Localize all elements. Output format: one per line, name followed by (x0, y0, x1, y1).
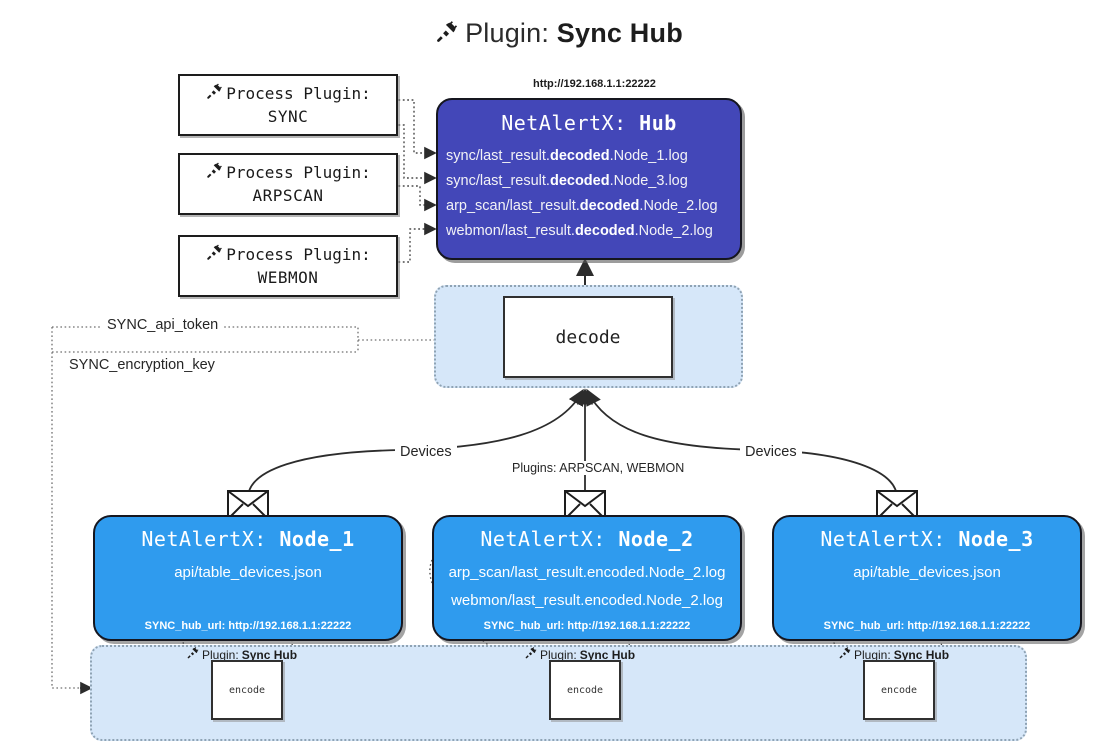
process-plugin-label: Process Plugin: (205, 243, 371, 267)
log-em: decoded (549, 148, 610, 164)
log-em: decoded (549, 173, 610, 189)
log-pre: sync/last_result. (446, 148, 550, 164)
process-plugin-label-text: Process Plugin: (226, 245, 371, 264)
plug-icon (434, 19, 460, 52)
process-plugin-label: Process Plugin: (205, 82, 371, 106)
encode-caption: Plugin:Sync Hub (838, 646, 949, 663)
process-plugin-box-sync[interactable]: Process Plugin: SYNC (178, 74, 398, 136)
hub-box[interactable]: NetAlertX: Hub sync/last_result.decoded.… (436, 98, 742, 260)
encode-box-node-1[interactable]: encode (211, 660, 283, 720)
node-title-prefix: NetAlertX: (141, 527, 267, 551)
process-plugin-label: Process Plugin: (205, 161, 371, 185)
process-plugin-box-webmon[interactable]: Process Plugin: WEBMON (178, 235, 398, 297)
encode-caption-prefix: Plugin: (540, 647, 577, 662)
plug-icon (186, 646, 200, 663)
plug-icon (205, 161, 224, 185)
hub-title-prefix: NetAlertX: (501, 111, 627, 135)
process-plugin-label-text: Process Plugin: (226, 163, 371, 182)
log-pre: sync/last_result. (446, 173, 550, 189)
plug-icon (838, 646, 852, 663)
log-em: decoded (579, 198, 640, 214)
process-plugin-name: WEBMON (257, 268, 319, 287)
hub-log-row: arp_scan/last_result.decoded.Node_2.log (438, 194, 740, 219)
node-box-node-3[interactable]: NetAlertX: Node_3 api/table_devices.json… (772, 515, 1082, 641)
log-post: .Node_3.log (609, 173, 688, 189)
hub-log-list: sync/last_result.decoded.Node_1.log sync… (438, 144, 740, 244)
node-title-prefix: NetAlertX: (480, 527, 606, 551)
encode-caption-name: Sync Hub (893, 647, 950, 662)
node-title-name: Node_1 (279, 527, 355, 551)
node-line: arp_scan/last_result.encoded.Node_2.log (448, 564, 726, 581)
page-title: Plugin: Sync Hub (0, 18, 1117, 52)
page-title-prefix: Plugin: (465, 18, 550, 48)
log-post: .Node_2.log (639, 198, 718, 214)
node-title: NetAlertX: Node_2 (434, 527, 740, 551)
log-post: .Node_1.log (609, 148, 688, 164)
encode-caption: Plugin:Sync Hub (524, 646, 635, 663)
hub-url-label: http://192.168.1.1:22222 (533, 78, 656, 90)
encode-caption-prefix: Plugin: (202, 647, 239, 662)
secret-label-api-token: SYNC_api_token (102, 317, 224, 333)
encode-caption-name: Sync Hub (579, 647, 636, 662)
hub-log-row: webmon/last_result.decoded.Node_2.log (438, 219, 740, 244)
node-hub-url: SYNC_hub_url: http://192.168.1.1:22222 (823, 620, 1031, 632)
node-hub-url: SYNC_hub_url: http://192.168.1.1:22222 (144, 620, 352, 632)
node-box-node-1[interactable]: NetAlertX: Node_1 api/table_devices.json… (93, 515, 403, 641)
encode-box-node-3[interactable]: encode (863, 660, 935, 720)
process-plugin-name: ARPSCAN (252, 186, 324, 205)
encode-caption-name: Sync Hub (241, 647, 298, 662)
node-line: api/table_devices.json (853, 564, 1001, 581)
plug-icon (524, 646, 538, 663)
encode-caption-prefix: Plugin: (854, 647, 891, 662)
encode-caption: Plugin:Sync Hub (186, 646, 297, 663)
edge-label-plugins-center: Plugins: ARPSCAN, WEBMON (508, 461, 689, 475)
log-post: .Node_2.log (634, 223, 713, 239)
secret-label-encryption-key: SYNC_encryption_key (64, 357, 220, 373)
node-title-name: Node_3 (958, 527, 1034, 551)
process-plugin-box-arpscan[interactable]: Process Plugin: ARPSCAN (178, 153, 398, 215)
node-line: api/table_devices.json (174, 564, 322, 581)
hub-title: NetAlertX: Hub (438, 111, 740, 135)
node-hub-url: SYNC_hub_url: http://192.168.1.1:22222 (483, 620, 691, 632)
decode-box[interactable]: decode (503, 296, 673, 378)
log-pre: webmon/last_result. (446, 223, 575, 239)
process-plugin-name: SYNC (267, 107, 309, 126)
node-line-list: api/table_devices.json (95, 559, 401, 587)
process-plugin-label-text: Process Plugin: (226, 84, 371, 103)
page-title-name: Sync Hub (556, 18, 683, 48)
hub-log-row: sync/last_result.decoded.Node_3.log (438, 169, 740, 194)
node-title: NetAlertX: Node_1 (95, 527, 401, 551)
node-title: NetAlertX: Node_3 (774, 527, 1080, 551)
node-title-prefix: NetAlertX: (820, 527, 946, 551)
node-box-node-2[interactable]: NetAlertX: Node_2 arp_scan/last_result.e… (432, 515, 742, 641)
node-title-name: Node_2 (618, 527, 694, 551)
encode-box-node-2[interactable]: encode (549, 660, 621, 720)
log-pre: arp_scan/last_result. (446, 198, 580, 214)
node-line-list: api/table_devices.json (774, 559, 1080, 587)
edge-label-devices-right: Devices (740, 444, 802, 460)
plug-icon (205, 82, 224, 106)
node-line: webmon/last_result.encoded.Node_2.log (451, 592, 723, 609)
log-em: decoded (574, 223, 635, 239)
hub-log-row: sync/last_result.decoded.Node_1.log (438, 144, 740, 169)
hub-title-name: Hub (639, 111, 677, 135)
plug-icon (205, 243, 224, 267)
node-line-list: arp_scan/last_result.encoded.Node_2.log … (434, 559, 740, 615)
edge-label-devices-left: Devices (395, 444, 457, 460)
